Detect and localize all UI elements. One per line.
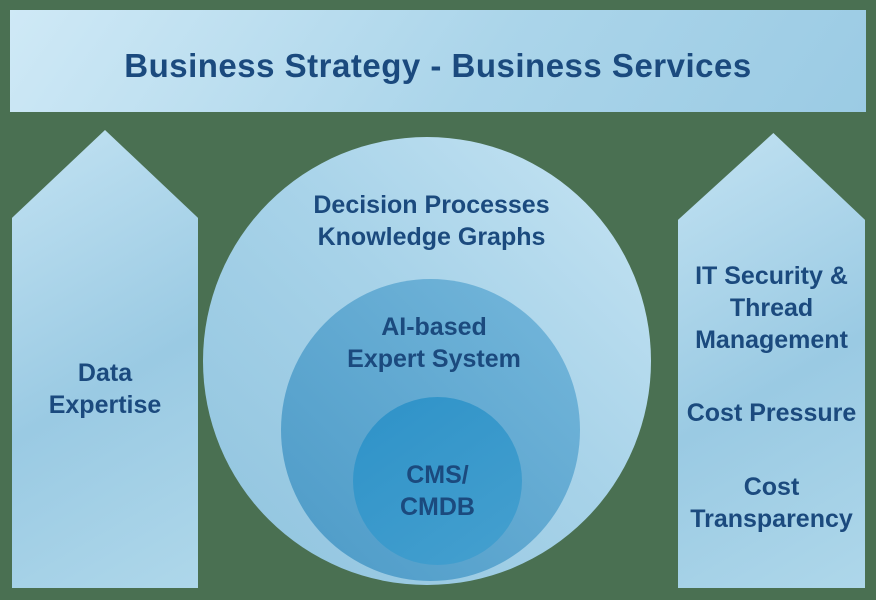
cost-pressure-label: Cost Pressure [686, 399, 857, 427]
outer-circle-line-1: Decision Processes [313, 191, 550, 219]
inner-circle-cms-cmdb: CMS/ CMDB [353, 397, 522, 565]
it-security-line-1: IT Security & [695, 262, 848, 290]
cost-transparency-label: Cost Transparency [678, 471, 865, 535]
data-expertise-arrow: Data Expertise [12, 130, 198, 588]
cost-transparency-line-1: Cost [743, 473, 800, 501]
middle-circle-line-1: AI-based [381, 313, 487, 341]
cost-transparency-line-2: Transparency [690, 505, 853, 533]
middle-circle-ai-expert-system: AI-based Expert System [281, 279, 580, 581]
inner-circle-label: CMS/ CMDB [353, 459, 522, 523]
it-security-line-3: Management [695, 326, 848, 354]
outer-circle-line-2: Knowledge Graphs [317, 223, 546, 251]
it-security-label: IT Security & Thread Management [678, 260, 865, 356]
it-drivers-arrow: IT Security & Thread Management Cost Pre… [678, 133, 865, 588]
data-expertise-label: Data Expertise [12, 357, 198, 421]
middle-circle-line-2: Expert System [347, 345, 521, 373]
inner-circle-line-2: CMDB [400, 493, 475, 521]
data-expertise-line-1: Data [77, 359, 133, 387]
data-expertise-line-2: Expertise [48, 391, 162, 419]
it-security-line-2: Thread [729, 294, 814, 322]
inner-circle-line-1: CMS/ [406, 461, 469, 489]
title-banner: Business Strategy - Business Services [10, 10, 866, 112]
page-title: Business Strategy - Business Services [124, 47, 752, 84]
middle-circle-label: AI-based Expert System [281, 311, 580, 375]
outer-circle-label: Decision Processes Knowledge Graphs [203, 189, 651, 253]
